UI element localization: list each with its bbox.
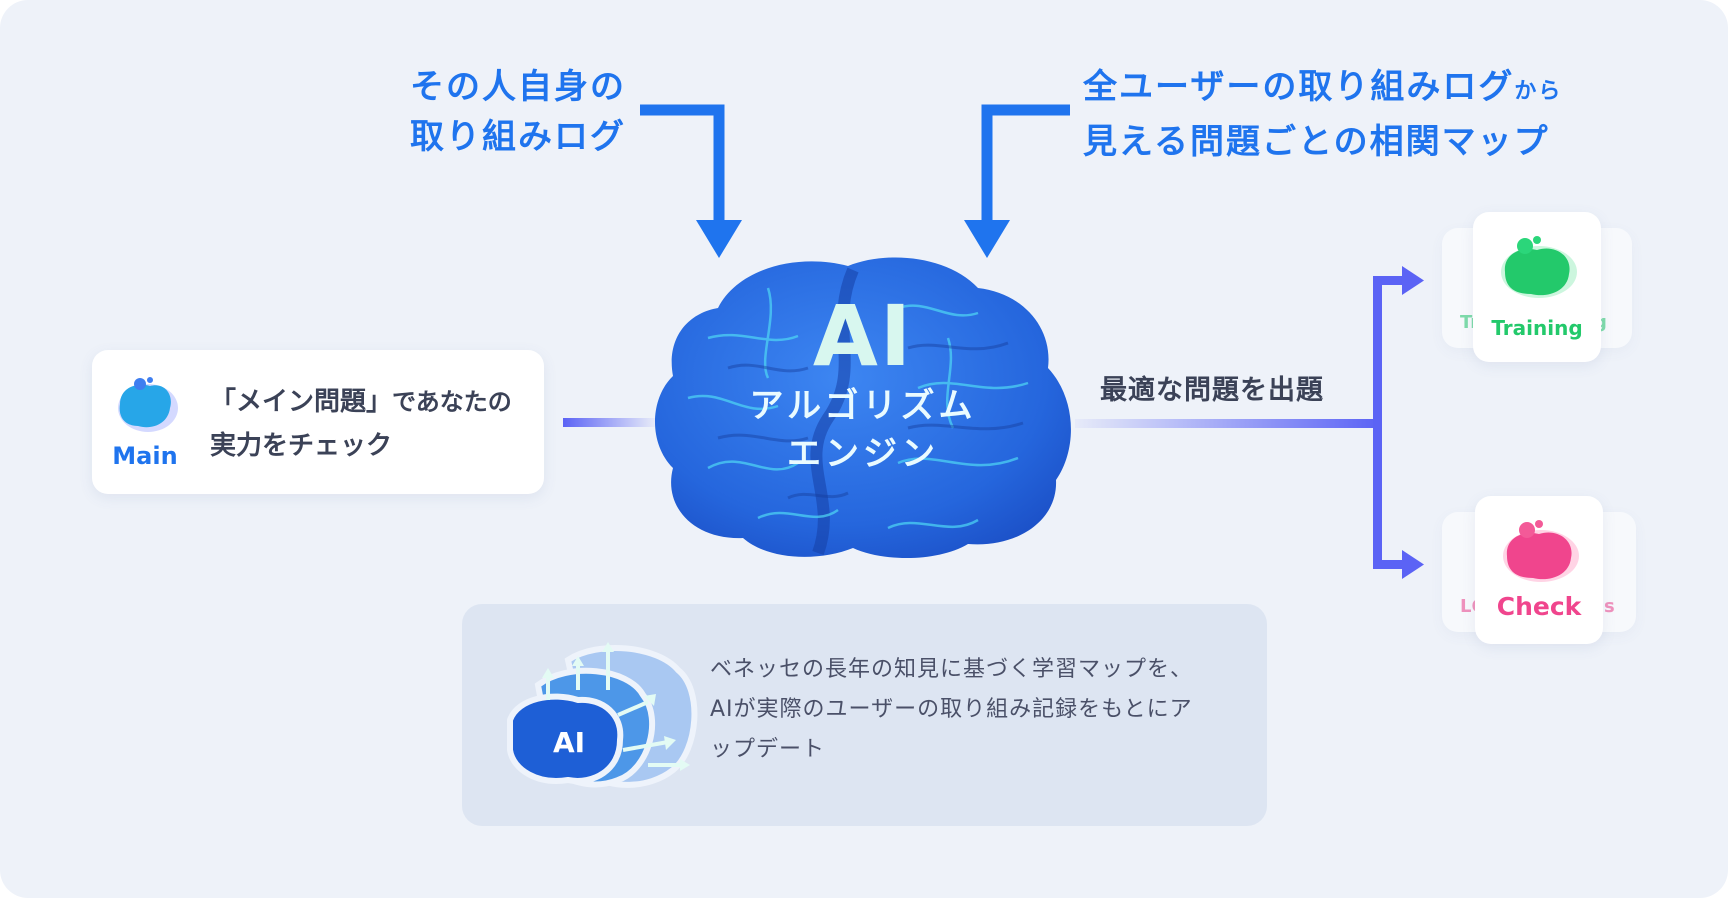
- ai-update-brains-icon: [507, 642, 698, 788]
- all-users-log-label: 全ユーザーの取り組みログから 見える問題ごとの相関マップ: [1083, 62, 1603, 167]
- correlation-map-arrow: [981, 104, 1070, 222]
- main-card: Main 「メイン問題」であなたの 実力をチェック: [92, 350, 544, 494]
- main-card-text-line1-suffix: であなたの: [392, 388, 512, 416]
- main-to-engine-line: [563, 418, 655, 427]
- ai-update-description-line1: ベネッセの長年の知見に基づく学習マップを、: [710, 657, 1194, 682]
- ai-update-description-line3: ップデート: [710, 737, 826, 762]
- check-blob-icon: [1503, 520, 1579, 582]
- engine-title: AI: [812, 287, 914, 385]
- ai-update-description: ベネッセの長年の知見に基づく学習マップを、 AIが実際のユーザーの取り組み記録を…: [710, 650, 1230, 770]
- training-blob-icon: [1501, 236, 1577, 298]
- personal-log-arrow: [640, 104, 725, 222]
- engine-subtitle-line2: エンジン: [787, 434, 939, 474]
- main-blob-icon: [118, 377, 178, 432]
- training-card[interactable]: Training: [1473, 212, 1601, 362]
- correlation-map-arrowhead: [964, 220, 1010, 258]
- personal-log-line1: その人自身の: [410, 67, 626, 107]
- personal-log-line2: 取り組みログ: [410, 117, 626, 157]
- training-branch: [1373, 276, 1407, 285]
- main-card-text-line1: 「メイン問題」: [210, 387, 393, 417]
- personal-log-arrowhead: [696, 220, 742, 258]
- brain-illustration: [654, 257, 1071, 559]
- training-label: Training: [1491, 316, 1583, 340]
- output-branch-vertical: [1373, 276, 1382, 569]
- check-arrowhead: [1402, 550, 1424, 579]
- main-icon-label: Main: [112, 442, 178, 470]
- engine-label: AI アルゴリズム エンジン: [688, 290, 1038, 478]
- check-branch: [1373, 560, 1407, 569]
- ai-update-description-line2: AIが実際のユーザーの取り組み記録をもとにア: [710, 697, 1193, 722]
- output-label: 最適な問題を出題: [1100, 375, 1324, 406]
- engine-subtitle-line1: アルゴリズム: [749, 386, 977, 426]
- ai-update-box: AI ベネッセの長年の知見に基づく学習マップを、 AIが実際のユーザーの取り組み…: [462, 604, 1267, 826]
- main-card-text-line2: 実力をチェック: [210, 431, 393, 461]
- personal-log-label: その人自身の 取り組みログ: [410, 62, 650, 162]
- check-label: Check: [1496, 592, 1582, 621]
- ai-update-icon-label: AI: [552, 726, 586, 759]
- correlation-map-text: 見える問題ごとの相関マップ: [1083, 122, 1550, 162]
- training-arrowhead: [1402, 266, 1424, 295]
- all-users-log-text: 全ユーザーの取り組みログ: [1083, 67, 1515, 107]
- main-card-text: 「メイン問題」であなたの 実力をチェック: [210, 380, 512, 468]
- engine-to-output-line: [1075, 419, 1379, 428]
- check-card[interactable]: Check: [1475, 496, 1603, 644]
- check-back-right-label: s: [1604, 596, 1615, 617]
- all-users-log-suffix: から: [1514, 79, 1563, 104]
